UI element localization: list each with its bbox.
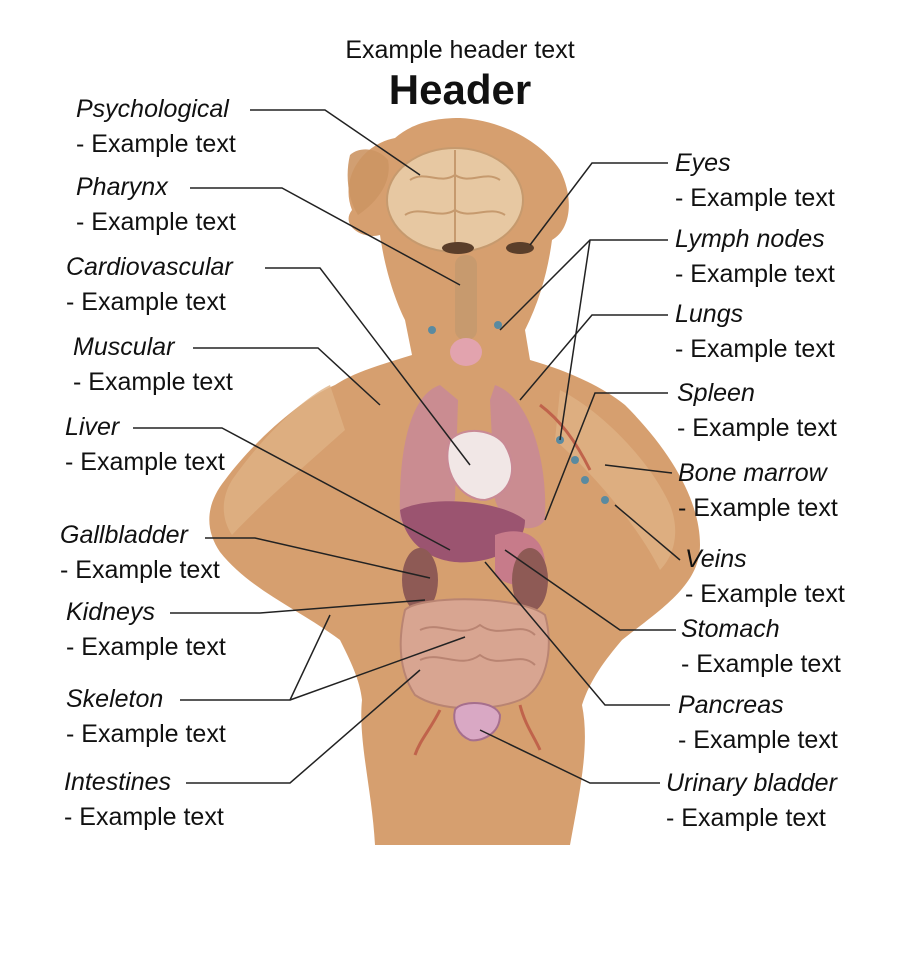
heart [446,429,514,502]
label-desc: - Example text [666,804,826,832]
label-lungs: Lungs - Example text [675,297,835,367]
label-name: Liver [65,413,120,441]
lungs [399,385,546,529]
label-urinary-bladder: Urinary bladder - Example text [666,766,837,836]
label-name: Stomach [681,615,780,643]
label-pharynx: Pharynx - Example text [76,170,236,240]
kidneys [402,548,548,612]
label-muscular: Muscular - Example text [73,330,233,400]
title: Header [388,66,532,113]
label-desc: - Example text [73,368,233,396]
label-desc: - Example text [66,288,226,316]
label-name: Veins [685,545,747,573]
label-cardiovascular: Cardiovascular - Example text [66,250,233,320]
veins [413,403,592,756]
label-name: Gallbladder [60,521,188,549]
pharynx [450,255,482,366]
label-desc: - Example text [76,130,236,158]
intestines [399,598,550,710]
label-desc: - Example text [677,414,837,442]
label-kidneys: Kidneys - Example text [66,595,226,665]
label-name: Intestines [64,768,172,796]
label-veins: Veins - Example text [685,542,845,612]
arm-muscles [223,385,676,570]
label-gallbladder: Gallbladder - Example text [60,518,220,588]
label-eyes: Eyes - Example text [675,146,835,216]
label-name: Lymph nodes [675,225,825,253]
label-name: Spleen [677,379,755,407]
label-desc: - Example text [675,335,835,363]
label-desc: - Example text [76,208,236,236]
lymph-nodes [428,321,609,504]
brain [386,147,524,253]
label-spleen: Spleen - Example text [677,376,837,446]
label-stomach: Stomach - Example text [681,612,841,682]
label-desc: - Example text [60,556,220,584]
label-desc: - Example text [675,260,835,288]
label-name: Bone marrow [678,459,827,487]
label-name: Pharynx [76,173,168,201]
label-name: Urinary bladder [666,769,837,797]
label-desc: - Example text [64,803,224,831]
label-desc: - Example text [681,650,841,678]
label-psychological: Psychological - Example text [76,92,236,162]
label-desc: - Example text [66,633,226,661]
label-desc: - Example text [685,580,845,608]
label-skeleton: Skeleton - Example text [66,682,226,752]
label-desc: - Example text [678,726,838,754]
label-bone-marrow: Bone marrow - Example text [678,456,838,526]
eyes [442,242,534,254]
label-intestines: Intestines - Example text [64,765,224,835]
label-lymph-nodes: Lymph nodes - Example text [675,222,835,292]
liver [400,501,525,563]
label-liver: Liver - Example text [65,410,225,480]
label-desc: - Example text [675,184,835,212]
hair [347,149,389,215]
label-name: Eyes [675,149,731,177]
label-pancreas: Pancreas - Example text [678,688,838,758]
label-name: Psychological [76,95,229,123]
label-name: Lungs [675,300,744,328]
label-name: Muscular [73,333,175,361]
label-name: Pancreas [678,691,784,719]
label-desc: - Example text [66,720,226,748]
label-name: Cardiovascular [66,253,233,281]
label-name: Skeleton [66,685,164,713]
label-desc: - Example text [65,448,225,476]
urinary-bladder [453,702,502,742]
label-name: Kidneys [66,598,155,626]
subtitle: Example header text [345,36,575,64]
label-desc: - Example text [678,494,838,522]
leader-lines [133,109,681,784]
